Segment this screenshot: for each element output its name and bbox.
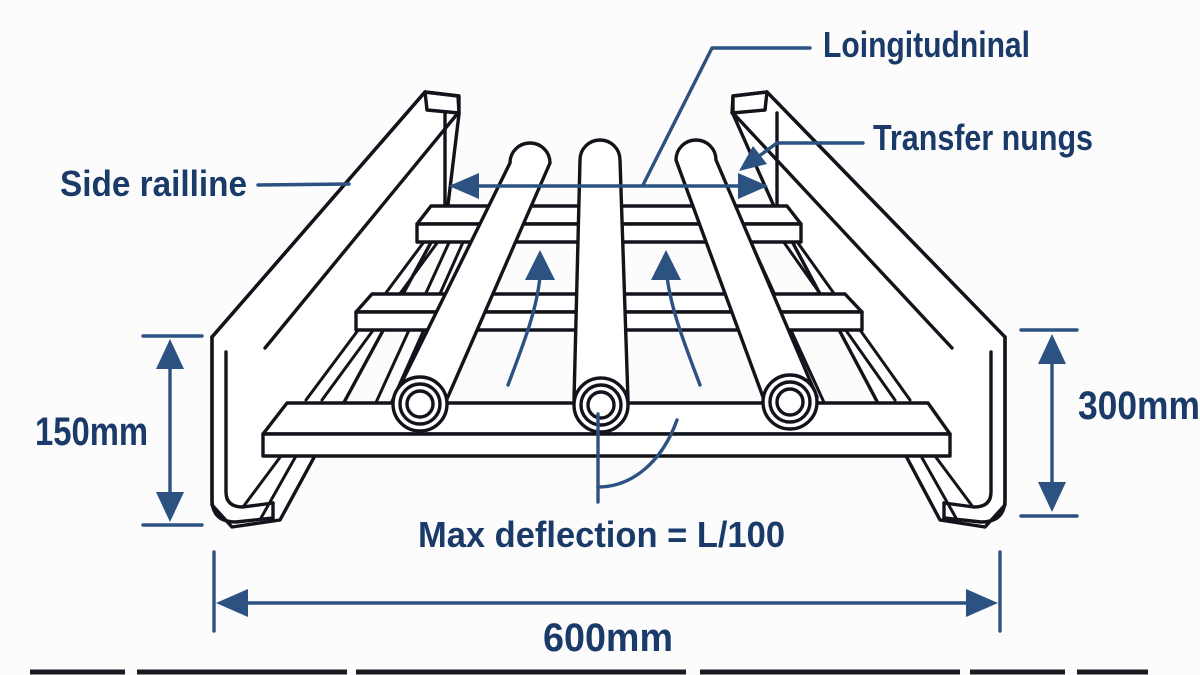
dimension-label-150mm: 150mm — [35, 410, 148, 454]
pipe-right-body — [674, 138, 819, 399]
arrowhead-left-icon — [449, 173, 479, 199]
longitudinal-leader-line — [641, 46, 812, 187]
label-transfer-rungs: Transfer nungs — [873, 117, 1093, 158]
arrowhead-right-icon — [966, 589, 998, 617]
arrowhead-down-icon — [1038, 482, 1066, 512]
dimension-label-300mm: 300mm — [1078, 384, 1200, 428]
dimension-150mm — [141, 334, 204, 527]
pipe-right-end — [761, 373, 819, 431]
transfer-rungs-leader — [739, 141, 865, 171]
longitudinal-dimension-arrow — [449, 173, 768, 199]
dimension-600mm — [212, 550, 1002, 633]
pipe-left-body — [392, 141, 552, 401]
pipe-middle-body — [572, 138, 630, 402]
label-max-deflection: Max deflection = L/100 — [418, 514, 785, 555]
dimension-300mm — [1019, 328, 1079, 518]
arrowhead-down-icon — [156, 492, 184, 522]
pipe-end-caps — [391, 373, 819, 434]
max-deflection-indicator — [596, 412, 679, 504]
flow-up-arrow-left — [506, 250, 555, 387]
arrowhead-up-icon — [525, 250, 555, 280]
pipe-left-end — [391, 375, 449, 433]
label-longitudinal: Loingitudninal — [823, 24, 1030, 65]
arrowhead-downleft-icon — [739, 146, 767, 171]
arrowhead-up-icon — [1038, 334, 1066, 364]
arrowhead-right-icon — [738, 173, 768, 199]
dimension-label-600mm: 600mm — [543, 616, 673, 660]
arrowhead-up-icon — [651, 250, 681, 280]
side-rail-leader-line — [256, 182, 351, 187]
pipe-middle-end — [572, 376, 630, 434]
flow-up-arrow-right — [651, 250, 702, 387]
label-side-rail: Side railline — [60, 163, 247, 204]
arrowhead-up-icon — [156, 339, 184, 369]
arrowhead-left-icon — [216, 589, 248, 617]
pipe-bodies — [392, 138, 819, 402]
